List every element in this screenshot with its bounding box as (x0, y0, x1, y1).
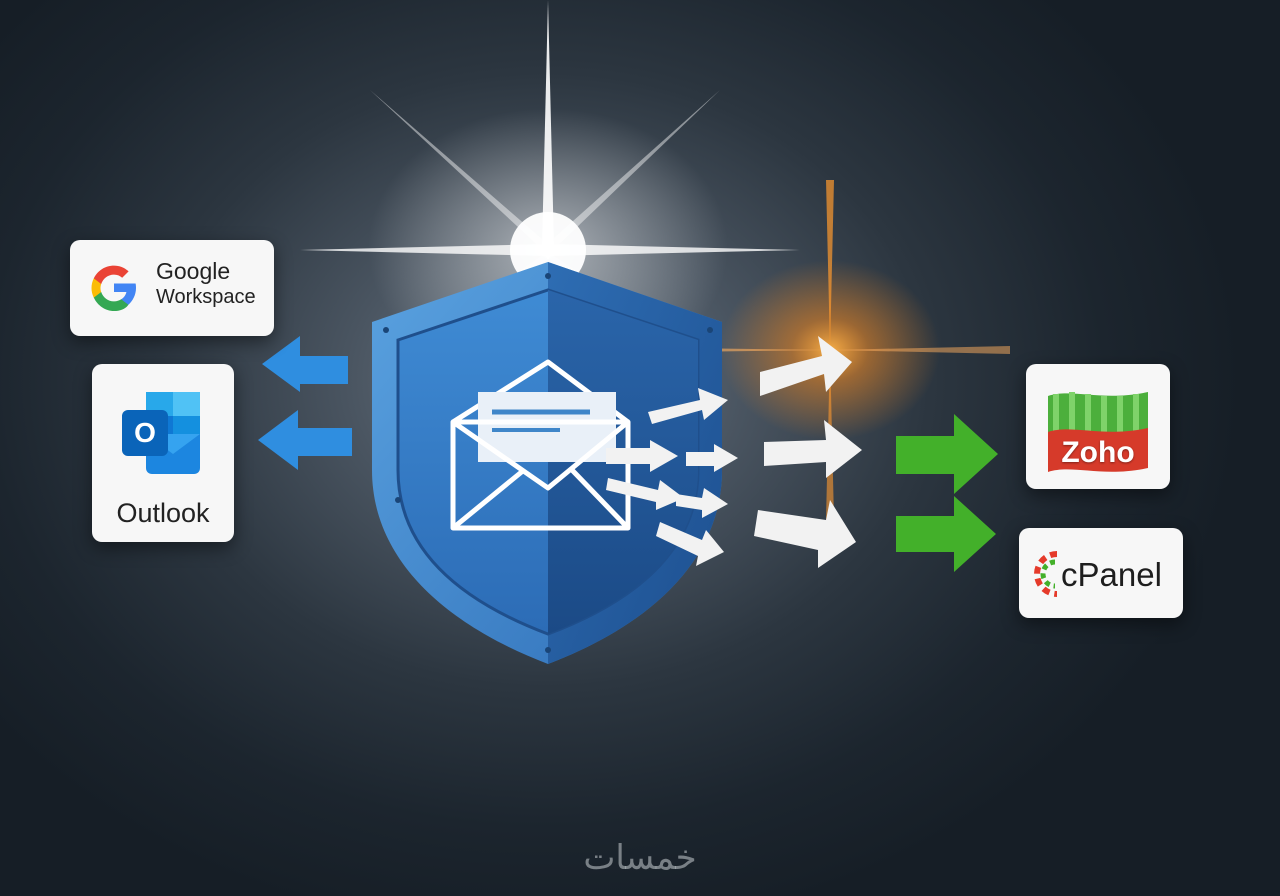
cpanel-label: cPanel (1061, 556, 1162, 593)
envelope-icon (450, 359, 631, 531)
google-workspace-label-line2: Workspace (156, 286, 256, 308)
blue-arrows (258, 336, 352, 470)
zoho-label: Zoho (1061, 436, 1135, 469)
security-shield-icon (372, 262, 722, 664)
svg-text:O: O (134, 417, 156, 448)
zoho-card: Zoho (1026, 364, 1170, 489)
google-g-icon (91, 265, 136, 311)
outlook-label: Outlook (116, 498, 210, 528)
outlook-card: O Outlook (92, 364, 234, 542)
outlook-icon: O (122, 392, 200, 474)
khamsat-watermark: خمسات (583, 838, 697, 878)
white-arrows (606, 336, 862, 568)
google-workspace-label-line1: Google (156, 258, 231, 284)
zoho-flag-icon (1048, 392, 1148, 472)
cpanel-card: cPanel (1019, 528, 1183, 618)
green-arrows (896, 414, 998, 572)
cpanel-icon (1034, 551, 1058, 597)
google-workspace-card: Google Workspace (70, 240, 274, 336)
